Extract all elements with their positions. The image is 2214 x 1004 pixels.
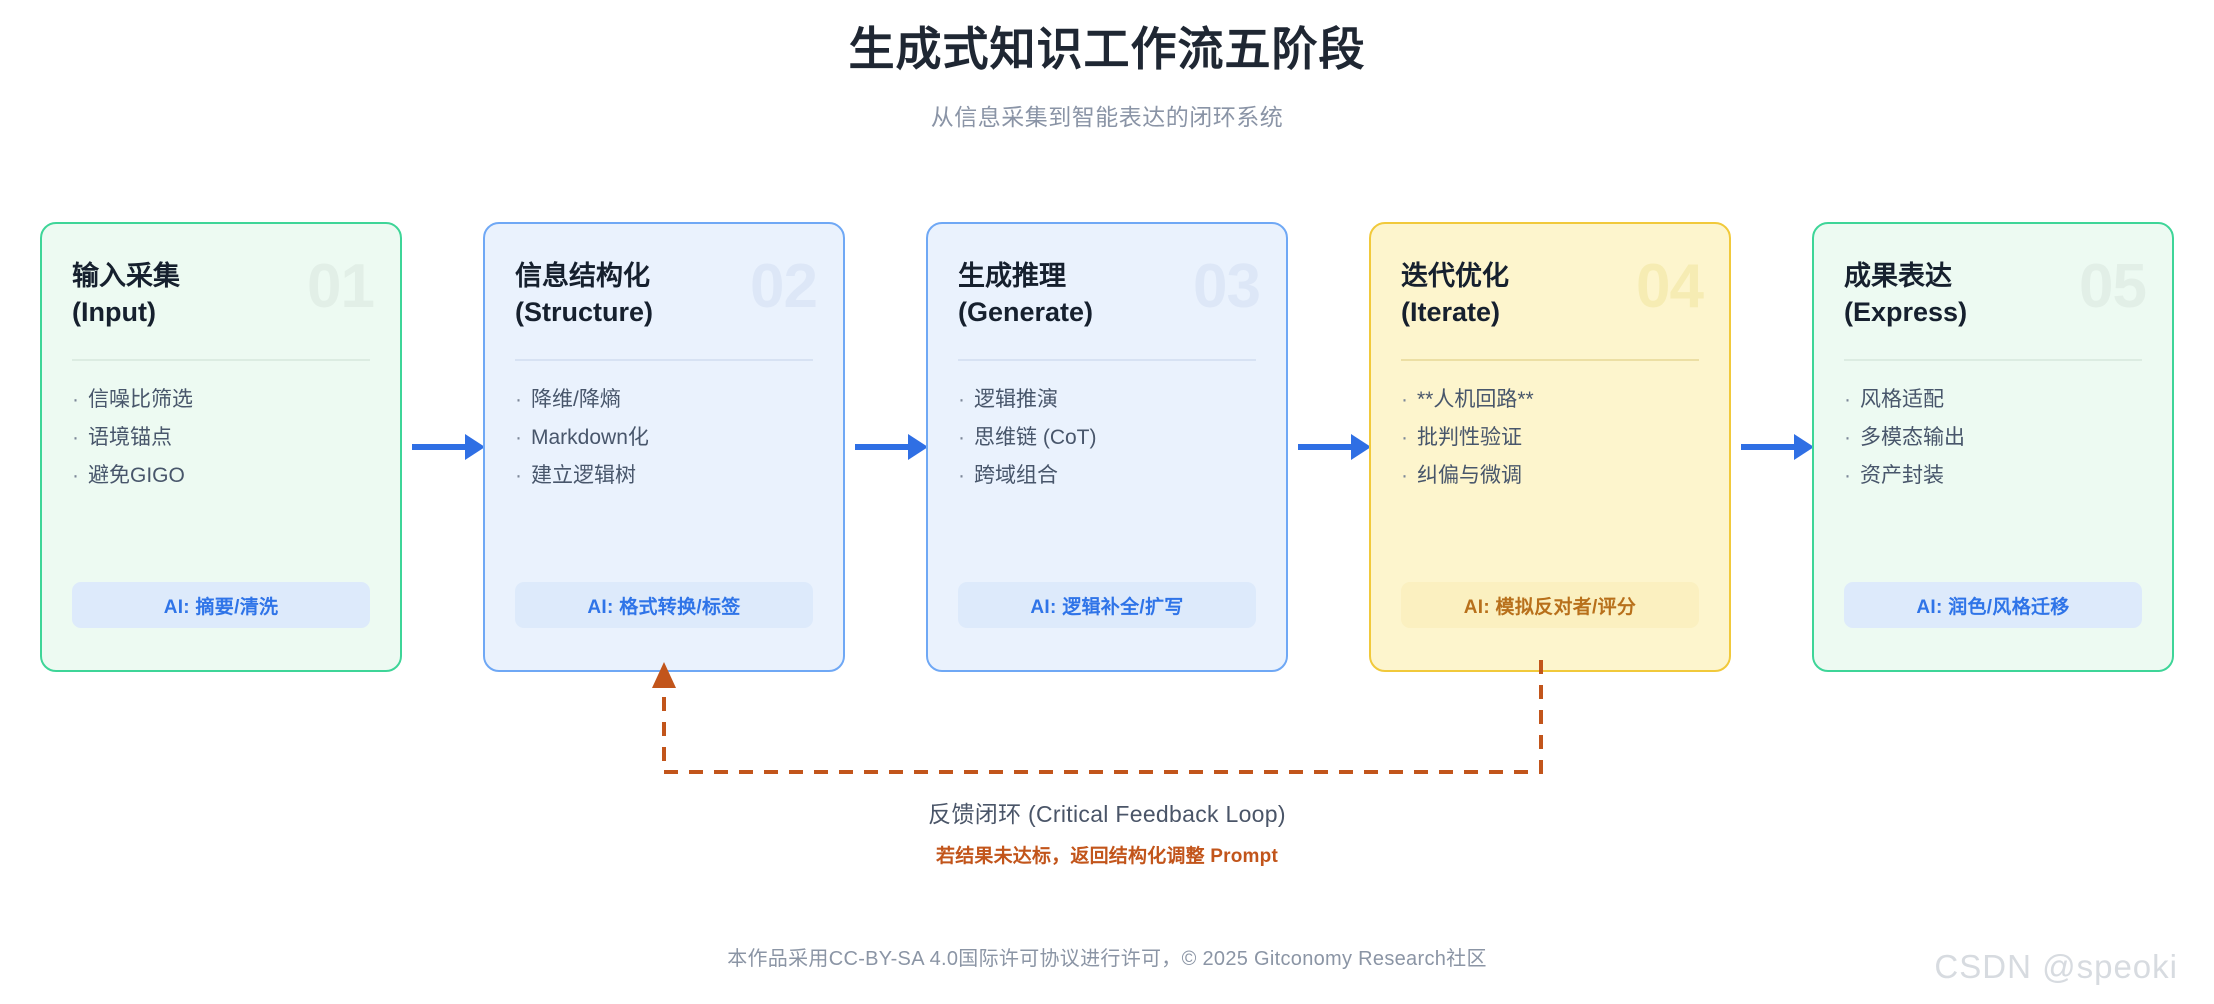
stage-title: 输入采集 (Input) — [72, 261, 180, 328]
card-divider — [72, 358, 370, 361]
stage-bullet-list: · **人机回路** · 批判性验证 · 纠偏与微调 — [1401, 386, 1699, 491]
bullet-text: 风格适配 — [1860, 387, 1944, 411]
stage-flow: 01 输入采集 (Input) · 信噪比筛选 · 语境锚点 · 避免GIGO AI:… — [40, 222, 2174, 672]
arrow-head-icon — [1793, 434, 1814, 460]
list-item: · 降维/降熵 — [515, 386, 813, 415]
list-item: · 思维链 (CoT) — [958, 424, 1256, 453]
bullet-text: 信噪比筛选 — [88, 387, 193, 411]
stage-card-input[interactable]: 01 输入采集 (Input) · 信噪比筛选 · 语境锚点 · 避免GIGO AI:… — [40, 222, 402, 672]
bullet-text: Markdown化 — [531, 425, 649, 449]
bullet-text: 建立逻辑树 — [531, 463, 636, 487]
ai-capability-badge: AI: 润色/风格迁移 — [1844, 582, 2142, 628]
flow-arrow-1-2 — [402, 222, 485, 672]
stage-card-structure[interactable]: 02 信息结构化 (Structure) · 降维/降熵 · Markdown化 ·… — [483, 222, 845, 672]
bullet-text: 多模态输出 — [1860, 425, 1965, 449]
list-item: · 信噪比筛选 — [72, 386, 370, 415]
flow-arrow-3-4 — [1288, 222, 1371, 672]
stage-number: 01 — [307, 252, 375, 321]
list-item: · 风格适配 — [1844, 386, 2142, 415]
list-item: · 纠偏与微调 — [1401, 462, 1699, 491]
bullet-text: 资产封装 — [1860, 463, 1944, 487]
feedback-loop-note: 若结果未达标，返回结构化调整 Prompt — [936, 846, 1278, 867]
bullet-dot-icon: · — [1401, 425, 1408, 449]
bullet-text: 逻辑推演 — [974, 387, 1058, 411]
bullet-dot-icon: · — [1844, 425, 1851, 449]
stage-card-iterate[interactable]: 04 迭代优化 (Iterate) · **人机回路** · 批判性验证 · 纠偏与微… — [1369, 222, 1731, 672]
card-divider — [958, 358, 1256, 361]
stage-title: 迭代优化 (Iterate) — [1401, 261, 1509, 328]
list-item: · 多模态输出 — [1844, 424, 2142, 453]
arrow-head-icon — [1350, 434, 1371, 460]
bullet-dot-icon: · — [1401, 387, 1408, 411]
arrow-shaft — [1740, 444, 1803, 450]
stage-title: 信息结构化 (Structure) — [515, 261, 654, 328]
bullet-dot-icon: · — [515, 387, 522, 411]
bullet-dot-icon: · — [1844, 463, 1851, 487]
header: 生成式知识工作流五阶段 从信息采集到智能表达的闭环系统 — [0, 20, 2214, 132]
arrow-shaft — [854, 444, 917, 450]
feedback-loop-path — [662, 660, 1543, 774]
bullet-text: 思维链 (CoT) — [974, 425, 1097, 449]
bullet-dot-icon: · — [72, 425, 79, 449]
flow-arrow-4-5 — [1731, 222, 1814, 672]
arrow-shaft — [1297, 444, 1360, 450]
list-item: · 批判性验证 — [1401, 424, 1699, 453]
ai-capability-badge: AI: 模拟反对者/评分 — [1401, 582, 1699, 628]
bullet-text: 避免GIGO — [88, 463, 185, 487]
stage-bullet-list: · 信噪比筛选 · 语境锚点 · 避免GIGO — [72, 386, 370, 491]
bullet-dot-icon: · — [958, 387, 965, 411]
arrow-shaft — [411, 444, 474, 450]
list-item: · Markdown化 — [515, 424, 813, 453]
stage-number: 02 — [750, 252, 818, 321]
bullet-text: 语境锚点 — [88, 425, 172, 449]
stage-card-generate[interactable]: 03 生成推理 (Generate) · 逻辑推演 · 思维链 (CoT) · 跨域组… — [926, 222, 1288, 672]
list-item: · 语境锚点 — [72, 424, 370, 453]
stage-bullet-list: · 逻辑推演 · 思维链 (CoT) · 跨域组合 — [958, 386, 1256, 491]
bullet-text: 跨域组合 — [974, 463, 1058, 487]
stage-bullet-list: · 风格适配 · 多模态输出 · 资产封装 — [1844, 386, 2142, 491]
feedback-loop-title: 反馈闭环 (Critical Feedback Loop) — [928, 801, 1286, 827]
list-item: · 资产封装 — [1844, 462, 2142, 491]
stage-number: 03 — [1193, 252, 1261, 321]
list-item: · 跨域组合 — [958, 462, 1256, 491]
stage-bullet-list: · 降维/降熵 · Markdown化 · 建立逻辑树 — [515, 386, 813, 491]
feedback-loop-caption: 反馈闭环 (Critical Feedback Loop) 若结果未达标，返回结… — [0, 795, 2214, 868]
page-subtitle: 从信息采集到智能表达的闭环系统 — [930, 103, 1284, 130]
bullet-text: 批判性验证 — [1417, 425, 1522, 449]
card-divider — [1401, 358, 1699, 361]
bullet-dot-icon: · — [72, 463, 79, 487]
bullet-dot-icon: · — [1844, 387, 1851, 411]
footer-license: 本作品采用CC-BY-SA 4.0国际许可协议进行许可，© 2025 Gitco… — [727, 948, 1487, 970]
bullet-dot-icon: · — [958, 463, 965, 487]
arrow-head-icon — [464, 434, 485, 460]
list-item: · 逻辑推演 — [958, 386, 1256, 415]
stage-card-express[interactable]: 05 成果表达 (Express) · 风格适配 · 多模态输出 · 资产封装 AI:… — [1812, 222, 2174, 672]
ai-capability-badge: AI: 格式转换/标签 — [515, 582, 813, 628]
stage-number: 05 — [2079, 252, 2147, 321]
bullet-dot-icon: · — [958, 425, 965, 449]
arrow-head-icon — [907, 434, 928, 460]
bullet-dot-icon: · — [72, 387, 79, 411]
bullet-dot-icon: · — [515, 463, 522, 487]
list-item: · 避免GIGO — [72, 462, 370, 491]
bullet-dot-icon: · — [515, 425, 522, 449]
card-divider — [1844, 358, 2142, 361]
list-item: · **人机回路** — [1401, 386, 1699, 415]
flow-arrow-2-3 — [845, 222, 928, 672]
watermark: CSDN @speoki — [1934, 948, 2178, 985]
page-title: 生成式知识工作流五阶段 — [848, 23, 1366, 75]
stage-title: 成果表达 (Express) — [1844, 261, 1968, 328]
bullet-text: **人机回路** — [1417, 387, 1534, 411]
stage-number: 04 — [1636, 252, 1704, 321]
bullet-text: 纠偏与微调 — [1417, 463, 1522, 487]
ai-capability-badge: AI: 逻辑补全/扩写 — [958, 582, 1256, 628]
bullet-text: 降维/降熵 — [531, 387, 621, 411]
ai-capability-badge: AI: 摘要/清洗 — [72, 582, 370, 628]
stage-title: 生成推理 (Generate) — [958, 261, 1094, 328]
list-item: · 建立逻辑树 — [515, 462, 813, 491]
bullet-dot-icon: · — [1401, 463, 1408, 487]
card-divider — [515, 358, 813, 361]
